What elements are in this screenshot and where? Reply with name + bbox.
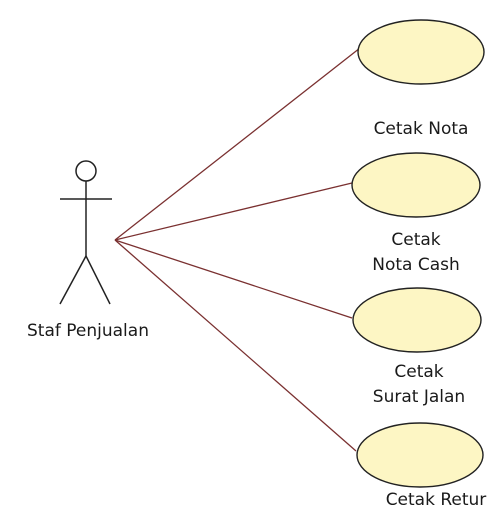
use-case-cetak-nota-cash[interactable]: Cetak Nota Cash: [351, 152, 481, 275]
use-case-label: Cetak Nota: [374, 119, 469, 139]
stick-figure-actor-icon: [59, 160, 112, 305]
association-lines: [114, 47, 361, 452]
use-case-label-line-2: Surat Jalan: [373, 387, 465, 407]
use-case-cetak-surat-jalan[interactable]: Cetak Surat Jalan: [352, 287, 482, 407]
association-line-cetak-nota-cash: [114, 182, 353, 241]
use-case-label: Cetak Retur: [386, 490, 487, 510]
actor-staf-penjualan[interactable]: Staf Penjualan: [27, 160, 149, 341]
use-case-ellipse: [351, 152, 481, 218]
actor-label: Staf Penjualan: [27, 321, 149, 341]
use-case-label-line-2: Nota Cash: [372, 255, 460, 275]
use-case-ellipse: [352, 287, 482, 353]
actor-head: [75, 160, 97, 182]
use-case-ellipse: [356, 422, 484, 488]
use-case-label-line-1: Cetak: [394, 362, 443, 382]
association-line-cetak-surat-jalan: [114, 239, 353, 319]
use-case-label-line-1: Cetak: [391, 230, 440, 250]
use-case-cetak-nota[interactable]: Cetak Nota: [357, 19, 485, 139]
use-case-ellipse: [357, 19, 485, 85]
actor-left-leg: [59, 255, 87, 305]
association-line-cetak-retur: [114, 239, 357, 452]
association-line-cetak-nota: [114, 47, 361, 241]
use-case-cetak-retur[interactable]: Cetak Retur: [356, 422, 487, 510]
actor-right-leg: [85, 255, 111, 305]
